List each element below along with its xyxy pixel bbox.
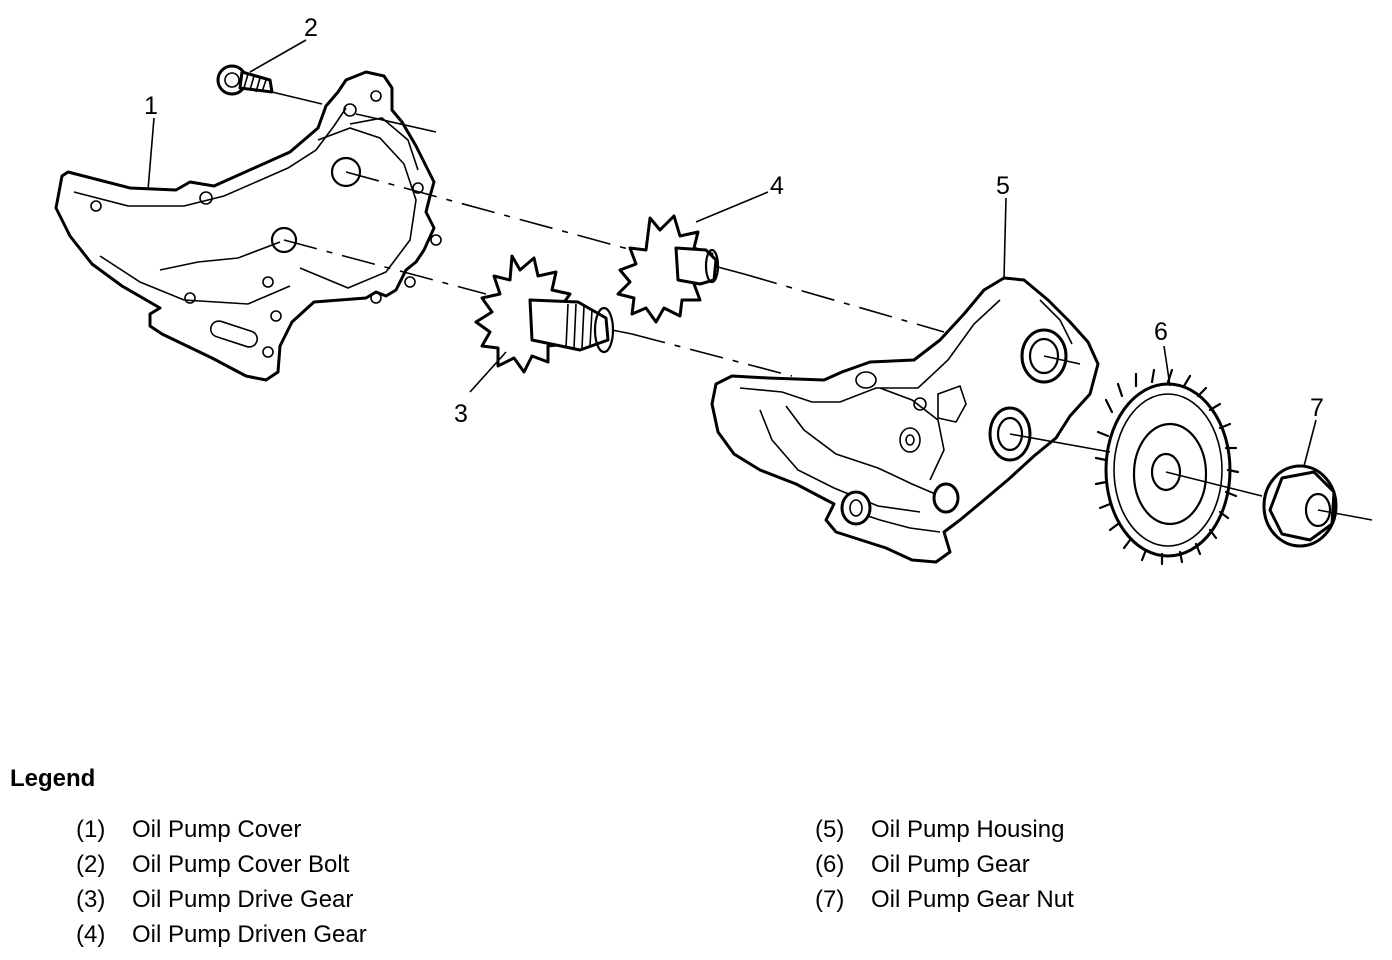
legend-item: (6) Oil Pump Gear bbox=[815, 850, 1074, 885]
alignment-lines bbox=[271, 91, 1373, 521]
callout-4: 4 bbox=[770, 172, 784, 200]
legend-item-label: Oil Pump Drive Gear bbox=[132, 886, 354, 913]
legend-item: (7) Oil Pump Gear Nut bbox=[815, 885, 1074, 920]
legend-item: (3) Oil Pump Drive Gear bbox=[76, 885, 367, 920]
legend-item-label: Oil Pump Gear bbox=[871, 851, 1030, 878]
leader-lines bbox=[147, 39, 1317, 467]
oil-pump-driven-gear bbox=[616, 214, 720, 324]
legend-item-label: Oil Pump Housing bbox=[871, 816, 1065, 843]
oil-pump-drive-gear bbox=[474, 254, 615, 374]
callout-5: 5 bbox=[996, 172, 1010, 200]
exploded-view-diagram: 1 2 3 4 5 6 7 bbox=[54, 14, 1373, 566]
legend-left-column: (1) Oil Pump Cover (2) Oil Pump Cover Bolt… bbox=[76, 815, 367, 955]
legend-item: (5) Oil Pump Housing bbox=[815, 815, 1074, 850]
legend-item-label: Oil Pump Driven Gear bbox=[132, 921, 367, 948]
legend-item-number: (7) bbox=[815, 886, 845, 913]
legend-item-number: (1) bbox=[76, 816, 106, 843]
callout-1: 1 bbox=[144, 92, 158, 120]
legend-item-number: (4) bbox=[76, 921, 106, 948]
callout-3: 3 bbox=[454, 400, 468, 428]
legend-item: (4) Oil Pump Driven Gear bbox=[76, 920, 367, 955]
legend-item-number: (6) bbox=[815, 851, 845, 878]
callout-6: 6 bbox=[1154, 318, 1168, 346]
oil-pump-gear-nut bbox=[1262, 464, 1338, 548]
legend-item-label: Oil Pump Cover Bolt bbox=[132, 851, 350, 878]
legend-item-number: (2) bbox=[76, 851, 106, 878]
legend-item-label: Oil Pump Gear Nut bbox=[871, 886, 1074, 913]
callout-labels: 1 2 3 4 5 6 7 bbox=[144, 14, 1324, 428]
legend-item: (1) Oil Pump Cover bbox=[76, 815, 367, 850]
legend-item-number: (5) bbox=[815, 816, 845, 843]
callout-7: 7 bbox=[1310, 394, 1324, 422]
legend-right-column: (5) Oil Pump Housing (6) Oil Pump Gear (7)… bbox=[815, 815, 1074, 920]
legend-item-label: Oil Pump Cover bbox=[132, 816, 302, 843]
callout-2: 2 bbox=[304, 14, 318, 42]
legend-item: (2) Oil Pump Cover Bolt bbox=[76, 850, 367, 885]
oil-pump-gear bbox=[1094, 368, 1240, 566]
oil-pump-cover bbox=[54, 70, 442, 382]
legend-item-number: (3) bbox=[76, 886, 106, 913]
legend-title: Legend bbox=[10, 765, 96, 792]
oil-pump-housing bbox=[710, 276, 1100, 564]
oil-pump-cover-bolt bbox=[216, 64, 274, 96]
